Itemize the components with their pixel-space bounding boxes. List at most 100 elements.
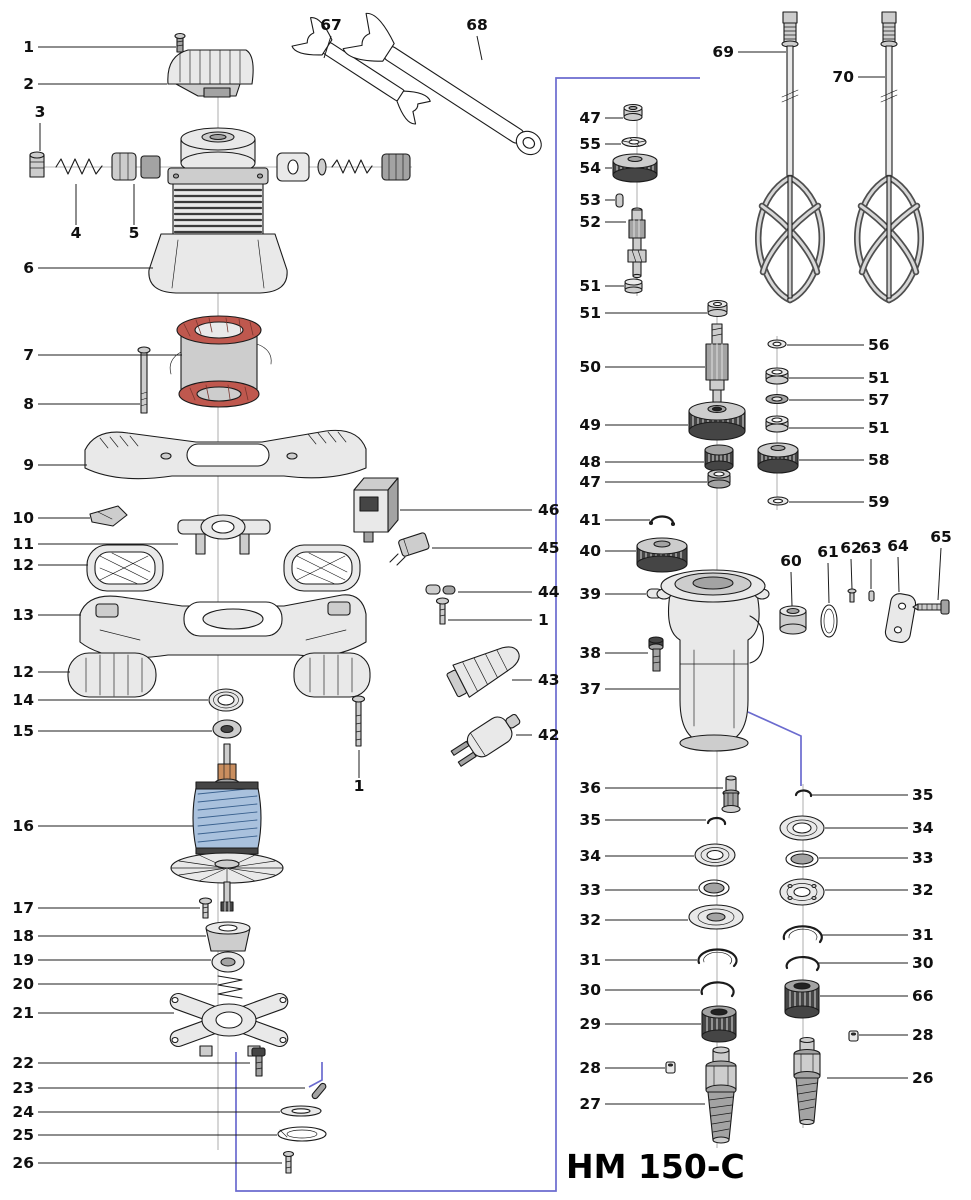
leader-line-62 [850,558,853,590]
part-59-washer [767,496,789,506]
part-number-67: 67 [320,16,342,34]
part-number-61: 61 [817,543,839,561]
part-69-mixing-paddle [755,11,825,304]
part-number-20: 20 [12,975,34,993]
part-7-stator [169,315,272,408]
part-number-8: 8 [23,395,34,413]
part-number-1: 1 [538,611,549,629]
part-number-40: 40 [579,542,601,560]
part-number-51: 51 [579,277,601,295]
part-1-screw [174,32,186,53]
part-51-nut-b [707,299,728,318]
part-53-pin [615,193,624,208]
part-number-36: 36 [579,779,601,797]
part-number-59: 59 [868,493,890,511]
part-18-bearing-retainer [205,921,251,952]
part-48-needle-bearing [704,444,734,472]
part-30-circlip-a [700,981,735,998]
part-number-55: 55 [579,135,601,153]
part-number-22: 22 [12,1054,34,1072]
part-54-gear [612,153,658,183]
part-number-30: 30 [579,981,601,999]
part-number-43: 43 [538,671,560,689]
part-32-bearing-plate-a [688,904,744,930]
part-number-24: 24 [12,1103,34,1121]
part-38-bolt [648,636,664,672]
part-65-screw [912,599,950,615]
part-35-circlip-a [706,816,727,826]
part-47-nut-top [623,103,643,122]
part-number-1: 1 [354,777,365,795]
part-number-51: 51 [579,304,601,322]
part-41-circlip [648,515,676,527]
part-number-39: 39 [579,585,601,603]
part-number-9: 9 [23,456,34,474]
part-32-bearing-b [779,878,825,906]
part-number-29: 29 [579,1015,601,1033]
part-number-11: 11 [12,535,34,553]
part-31-ring-b [782,925,823,944]
assembly-connector-small [308,1062,323,1088]
part-number-60: 60 [780,552,802,570]
part-number-1: 1 [23,38,34,56]
part-46-switch [353,477,399,543]
part-number-4: 4 [71,224,82,242]
part-45-terminal-block [389,532,430,566]
part-57-washer [765,393,789,405]
part-56-washer [767,339,787,349]
part-number-53: 53 [579,191,601,209]
part-number-26: 26 [912,1069,934,1087]
part-25-wave-washer [277,1126,327,1142]
part-64-cover-plate [884,593,917,644]
part-number-56: 56 [868,336,890,354]
part-number-27: 27 [579,1095,601,1113]
part-49-gear-large [688,401,746,441]
part-number-12: 12 [12,556,34,574]
part-number-30: 30 [912,954,934,972]
part-16-armature [170,743,284,912]
part-number-19: 19 [12,951,34,969]
part-number-51: 51 [868,419,890,437]
part-13-main-body [79,594,367,659]
part-number-6: 6 [23,259,34,277]
part-number-21: 21 [12,1004,34,1022]
part-28-pin-a [665,1061,676,1074]
part-number-5: 5 [129,224,140,242]
part-67-open-end-wrench [291,17,431,125]
part-number-44: 44 [538,583,560,601]
part-34-bearing-a [694,843,736,867]
part-51-nut-d [765,415,789,433]
part-63-pin [868,590,875,602]
part-42-power-plug [450,713,521,767]
part-5-adjusting-nut [111,152,161,181]
part-number-28: 28 [912,1026,934,1044]
part-52-gear-shaft [627,207,647,279]
part-29-collar-nut [701,1005,737,1043]
part-number-66: 66 [912,987,934,1005]
part-number-58: 58 [868,451,890,469]
part-26-screw [282,1150,295,1174]
part-8-bolt [137,346,151,414]
assembly-frame [235,77,802,1192]
part-number-63: 63 [860,539,882,557]
part-number-41: 41 [579,511,601,529]
part-23-pin [311,1082,327,1100]
part-14-bearing [208,688,244,712]
leader-line-67 [323,35,332,59]
part-22-bolt [251,1047,266,1077]
part-3-end-cap [29,151,45,178]
part-number-48: 48 [579,453,601,471]
part-number-68: 68 [466,16,488,34]
part-47-nut-b [707,469,731,489]
part-43-cable-boot [446,646,520,698]
part-number-47: 47 [579,473,601,491]
part-11-bearing-bridge [177,514,271,555]
part-51-nut-c [765,367,789,385]
part-number-32: 32 [912,881,934,899]
part-33-seal-b [785,850,819,868]
part-60-bearing-cap [779,605,807,635]
part-1-screw-middle [435,597,450,625]
part-number-42: 42 [538,726,560,744]
